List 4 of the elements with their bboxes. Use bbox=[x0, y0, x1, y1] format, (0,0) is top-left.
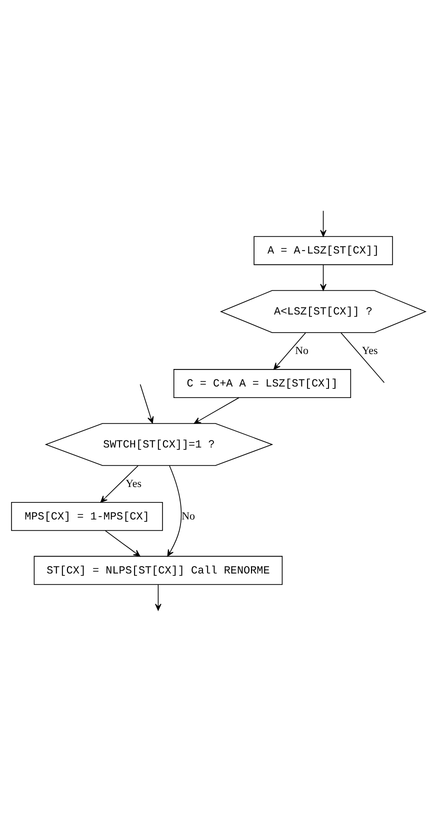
edge-label: No bbox=[295, 344, 308, 356]
edge-label: Yes bbox=[126, 477, 142, 490]
edge-label: Yes bbox=[362, 344, 378, 356]
edge-label: No bbox=[182, 510, 196, 522]
